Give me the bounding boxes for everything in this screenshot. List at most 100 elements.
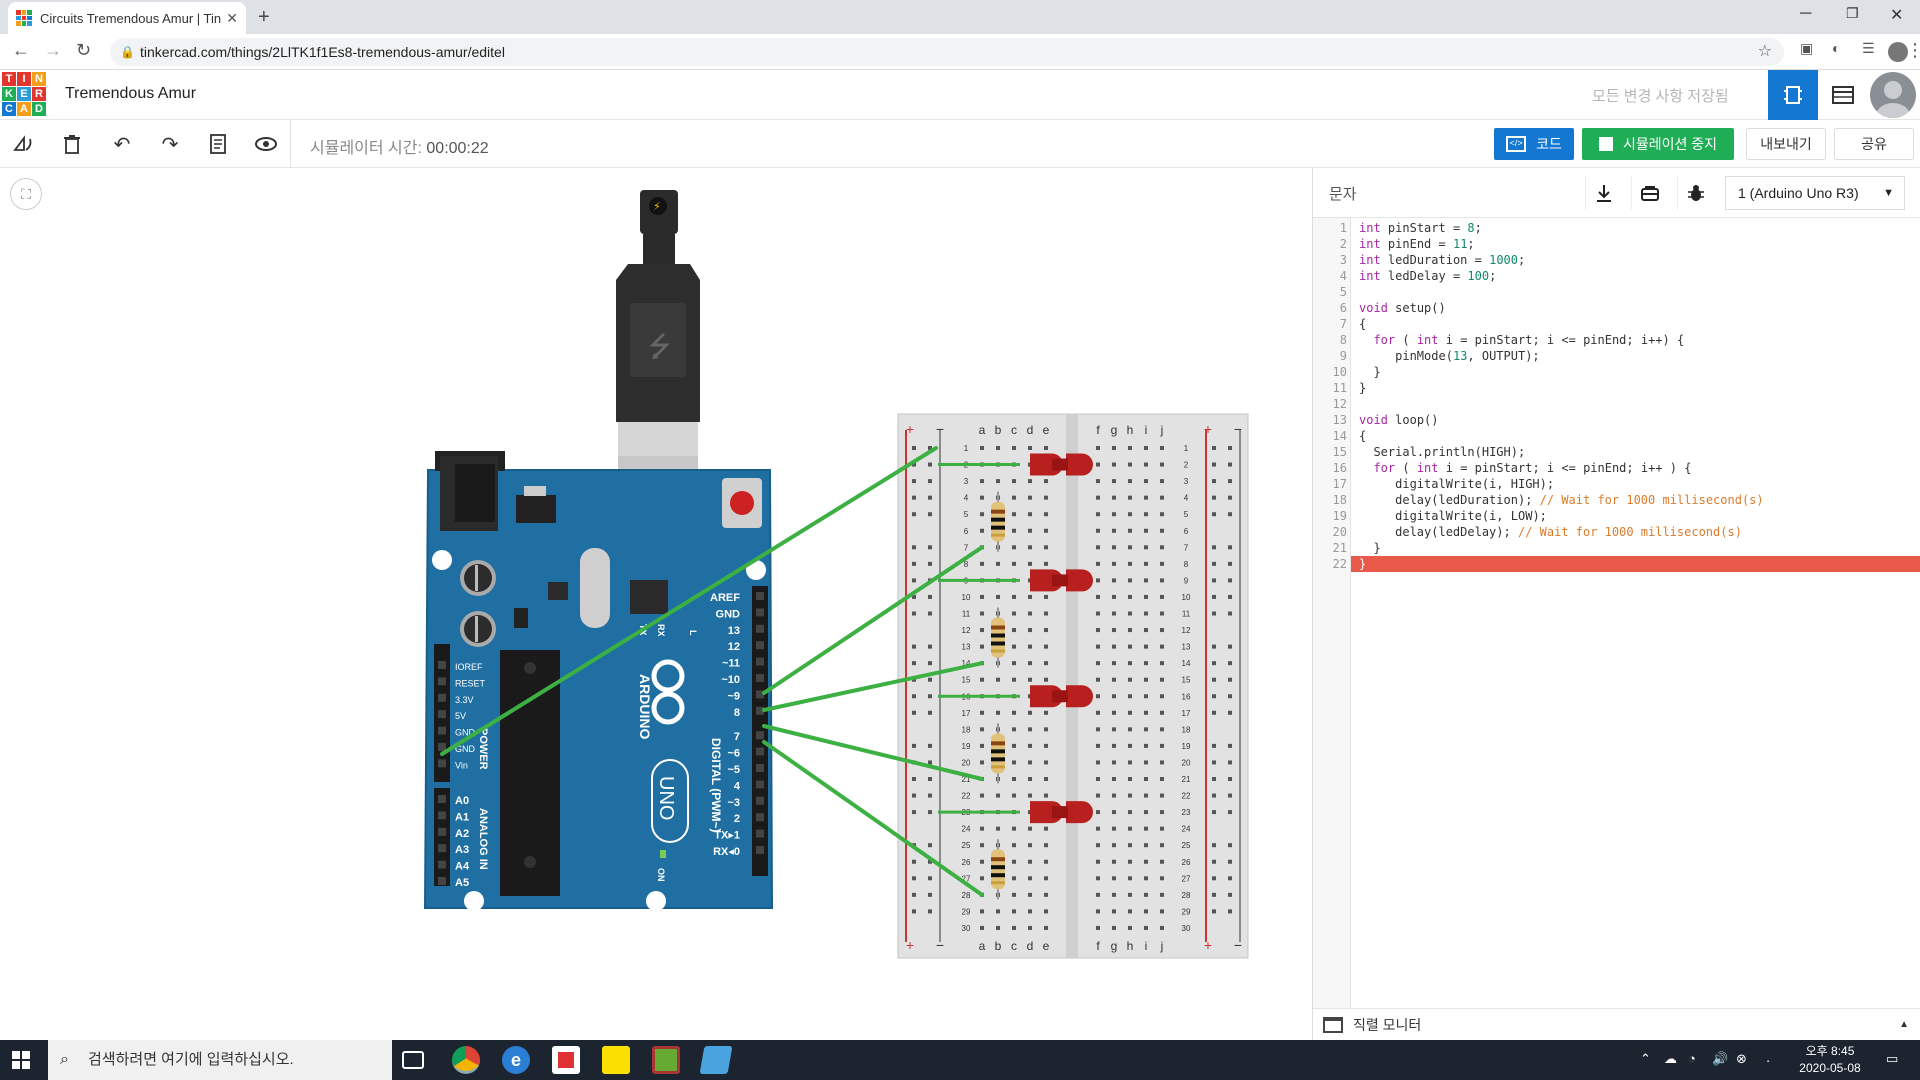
logo-letter: K bbox=[2, 87, 16, 101]
circuit-canvas[interactable]: ⛶ ⚡ ⭍ bbox=[0, 168, 1312, 1040]
redo-icon[interactable]: ↷ bbox=[161, 133, 179, 156]
digital-pin-label: 2 bbox=[734, 813, 740, 825]
volume-icon[interactable]: 🔊 bbox=[1712, 1051, 1729, 1066]
close-tab-icon[interactable]: ✕ bbox=[226, 9, 238, 26]
header-pin bbox=[756, 796, 764, 805]
wifi-icon[interactable]: ◔ bbox=[1688, 1051, 1696, 1066]
logo-letter: D bbox=[32, 102, 46, 116]
notifications-icon[interactable]: ▭ bbox=[1886, 1051, 1899, 1066]
kakaotalk-icon[interactable] bbox=[602, 1046, 630, 1074]
delete-icon[interactable] bbox=[58, 130, 86, 158]
line-number: 20 bbox=[1332, 525, 1347, 539]
user-avatar[interactable] bbox=[1870, 72, 1916, 118]
download-icon[interactable] bbox=[1585, 176, 1621, 210]
rotate-icon[interactable] bbox=[10, 130, 38, 158]
circuit-view-button[interactable] bbox=[1768, 70, 1818, 120]
network-icon[interactable]: ☁ bbox=[1664, 1051, 1677, 1066]
extension-icon[interactable]: ◐ bbox=[1832, 40, 1841, 56]
resistor[interactable] bbox=[991, 839, 1005, 900]
visibility-eye-icon[interactable] bbox=[252, 130, 280, 158]
jumper-wire[interactable] bbox=[762, 545, 984, 695]
digital-pin-label: ~9 bbox=[727, 690, 740, 702]
tray-chevron-icon[interactable]: ⌃ bbox=[1640, 1051, 1651, 1066]
bookmark-star-icon[interactable]: ☆ bbox=[1757, 43, 1772, 60]
notes-icon[interactable] bbox=[204, 130, 232, 158]
close-window-icon[interactable]: ✕ bbox=[1890, 7, 1904, 24]
jumper-wire[interactable] bbox=[762, 740, 984, 897]
url-field[interactable]: 🔒 tinkercad.com/things/2LlTK1f1Es8-treme… bbox=[110, 38, 1784, 66]
taskbar-search-input[interactable]: ⌕ 검색하려면 여기에 입력하십시오. bbox=[48, 1040, 392, 1080]
project-name[interactable]: Tremendous Amur bbox=[65, 85, 197, 102]
digital-pin-label: ~10 bbox=[721, 674, 740, 686]
stop-simulation-button[interactable]: 시뮬레이션 중지 bbox=[1582, 128, 1734, 160]
power-pin-label: RESET bbox=[455, 678, 486, 688]
arduino-logo-icon bbox=[651, 659, 685, 693]
device-select[interactable]: 1 (Arduino Uno R3) ▼ bbox=[1725, 176, 1905, 210]
browser-menu-icon[interactable]: ⋮ bbox=[1906, 40, 1920, 60]
resistor[interactable] bbox=[991, 723, 1005, 784]
component-list-button[interactable] bbox=[1818, 70, 1868, 120]
code-button[interactable]: </> 코드 bbox=[1494, 128, 1574, 160]
row-number: 7 bbox=[1184, 543, 1189, 552]
row-number: 21 bbox=[1182, 775, 1191, 784]
usb-cable[interactable]: ⚡ ⭍ bbox=[616, 190, 700, 504]
browser-tab[interactable]: Circuits Tremendous Amur | Tin ✕ bbox=[8, 2, 246, 34]
app-icon[interactable] bbox=[552, 1046, 580, 1074]
internet-explorer-icon[interactable]: e bbox=[502, 1046, 530, 1074]
media-icon[interactable]: ☰ bbox=[1862, 40, 1875, 56]
back-arrow-icon[interactable]: ← bbox=[12, 40, 30, 60]
task-view-icon[interactable] bbox=[402, 1051, 424, 1069]
digital-pin-label: ~5 bbox=[727, 764, 740, 776]
row-number: 22 bbox=[1182, 792, 1191, 801]
export-button[interactable]: 내보내기 bbox=[1746, 128, 1826, 160]
jumper-wire[interactable] bbox=[440, 446, 938, 756]
red-led[interactable] bbox=[938, 569, 1093, 592]
browser-tab-strip: Circuits Tremendous Amur | Tin ✕ + ─ ❐ ✕ bbox=[0, 0, 1920, 34]
chrome-app-icon[interactable] bbox=[452, 1046, 480, 1074]
taskbar-clock[interactable]: 오후 8:45 2020-05-08 bbox=[1790, 1043, 1870, 1077]
row-number: 3 bbox=[1184, 477, 1189, 486]
restore-window-icon[interactable]: ❐ bbox=[1846, 5, 1859, 21]
column-label: g bbox=[1111, 423, 1118, 437]
red-led[interactable] bbox=[938, 801, 1093, 824]
new-tab-icon[interactable]: + bbox=[258, 6, 270, 28]
resistor[interactable] bbox=[991, 491, 1005, 552]
ime-icon[interactable]: ㆍ bbox=[1762, 1054, 1774, 1069]
jumper-wire[interactable] bbox=[762, 724, 984, 781]
resistor[interactable] bbox=[991, 607, 1005, 668]
digital-pin-label: TX▸1 bbox=[714, 830, 740, 842]
line-number: 8 bbox=[1339, 333, 1347, 347]
row-number: 7 bbox=[964, 543, 969, 552]
share-button[interactable]: 공유 bbox=[1834, 128, 1914, 160]
row-number: 14 bbox=[1182, 659, 1191, 668]
red-led[interactable] bbox=[938, 453, 1093, 476]
debugger-bug-icon[interactable] bbox=[1677, 176, 1713, 210]
jumper-wire[interactable] bbox=[762, 661, 984, 712]
extension-icon[interactable]: ▣ bbox=[1800, 40, 1814, 56]
line-number: 19 bbox=[1332, 509, 1347, 523]
power-pin-label: Vin bbox=[455, 760, 468, 770]
code-mode-dropdown[interactable]: 문자 bbox=[1329, 186, 1357, 203]
profile-avatar-icon[interactable] bbox=[1888, 42, 1908, 62]
undo-icon[interactable]: ↶ bbox=[113, 133, 131, 156]
serial-monitor-bar[interactable]: 직렬 모니터 ▲ bbox=[1313, 1008, 1920, 1040]
header-pin bbox=[756, 731, 764, 740]
status-icon[interactable]: ⊗ bbox=[1736, 1051, 1747, 1066]
windows-start-icon[interactable] bbox=[12, 1051, 30, 1074]
column-label: c bbox=[1011, 939, 1017, 953]
forward-arrow-icon[interactable]: → bbox=[44, 40, 62, 60]
chevron-down-icon: ▼ bbox=[1883, 187, 1894, 199]
row-number: 30 bbox=[962, 924, 971, 933]
fit-to-view-icon[interactable]: ⛶ bbox=[10, 178, 42, 210]
clock-date: 2020-05-08 bbox=[1799, 1061, 1861, 1075]
reload-icon[interactable]: ↻ bbox=[76, 40, 92, 60]
app-icon[interactable] bbox=[699, 1046, 733, 1074]
app-icon[interactable] bbox=[652, 1046, 680, 1074]
svg-text:⚡: ⚡ bbox=[653, 200, 661, 213]
row-number: 6 bbox=[964, 527, 969, 536]
red-led[interactable] bbox=[938, 685, 1093, 708]
tinkercad-logo[interactable]: T I N K E R C A D bbox=[2, 72, 46, 116]
library-icon[interactable] bbox=[1631, 176, 1667, 210]
minimize-window-icon[interactable]: ─ bbox=[1800, 5, 1812, 22]
